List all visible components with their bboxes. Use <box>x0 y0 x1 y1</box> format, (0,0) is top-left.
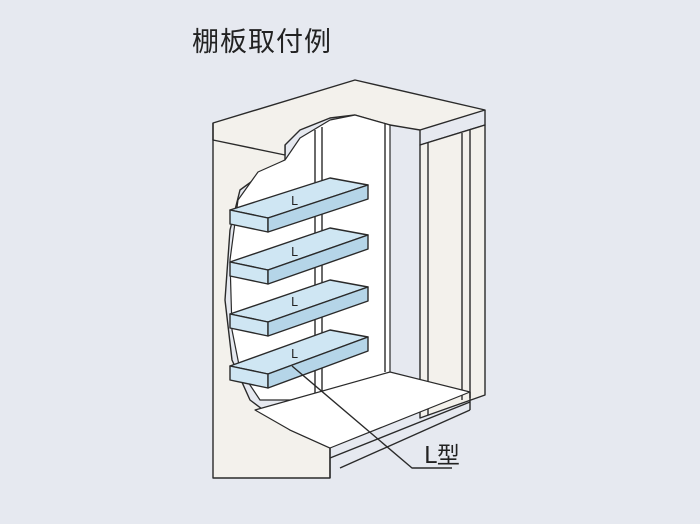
shelf-2-label: L <box>291 245 298 259</box>
cabinet-side-panel <box>419 124 486 419</box>
cabinet-floor <box>254 371 471 449</box>
diagram-title: 棚板取付例 <box>192 27 332 58</box>
shelf-4: L <box>229 329 369 389</box>
callout-label: L型 <box>424 443 460 469</box>
callout-leader-line <box>291 365 452 469</box>
shelf-1-label: L <box>291 194 298 208</box>
shelf-1: L <box>229 177 369 233</box>
shelf-4-label: L <box>291 347 298 361</box>
shelf-2: L <box>229 227 369 285</box>
shelf-3: L <box>229 279 369 337</box>
shelf-3-label: L <box>291 295 298 309</box>
cabinet-top <box>212 79 486 156</box>
